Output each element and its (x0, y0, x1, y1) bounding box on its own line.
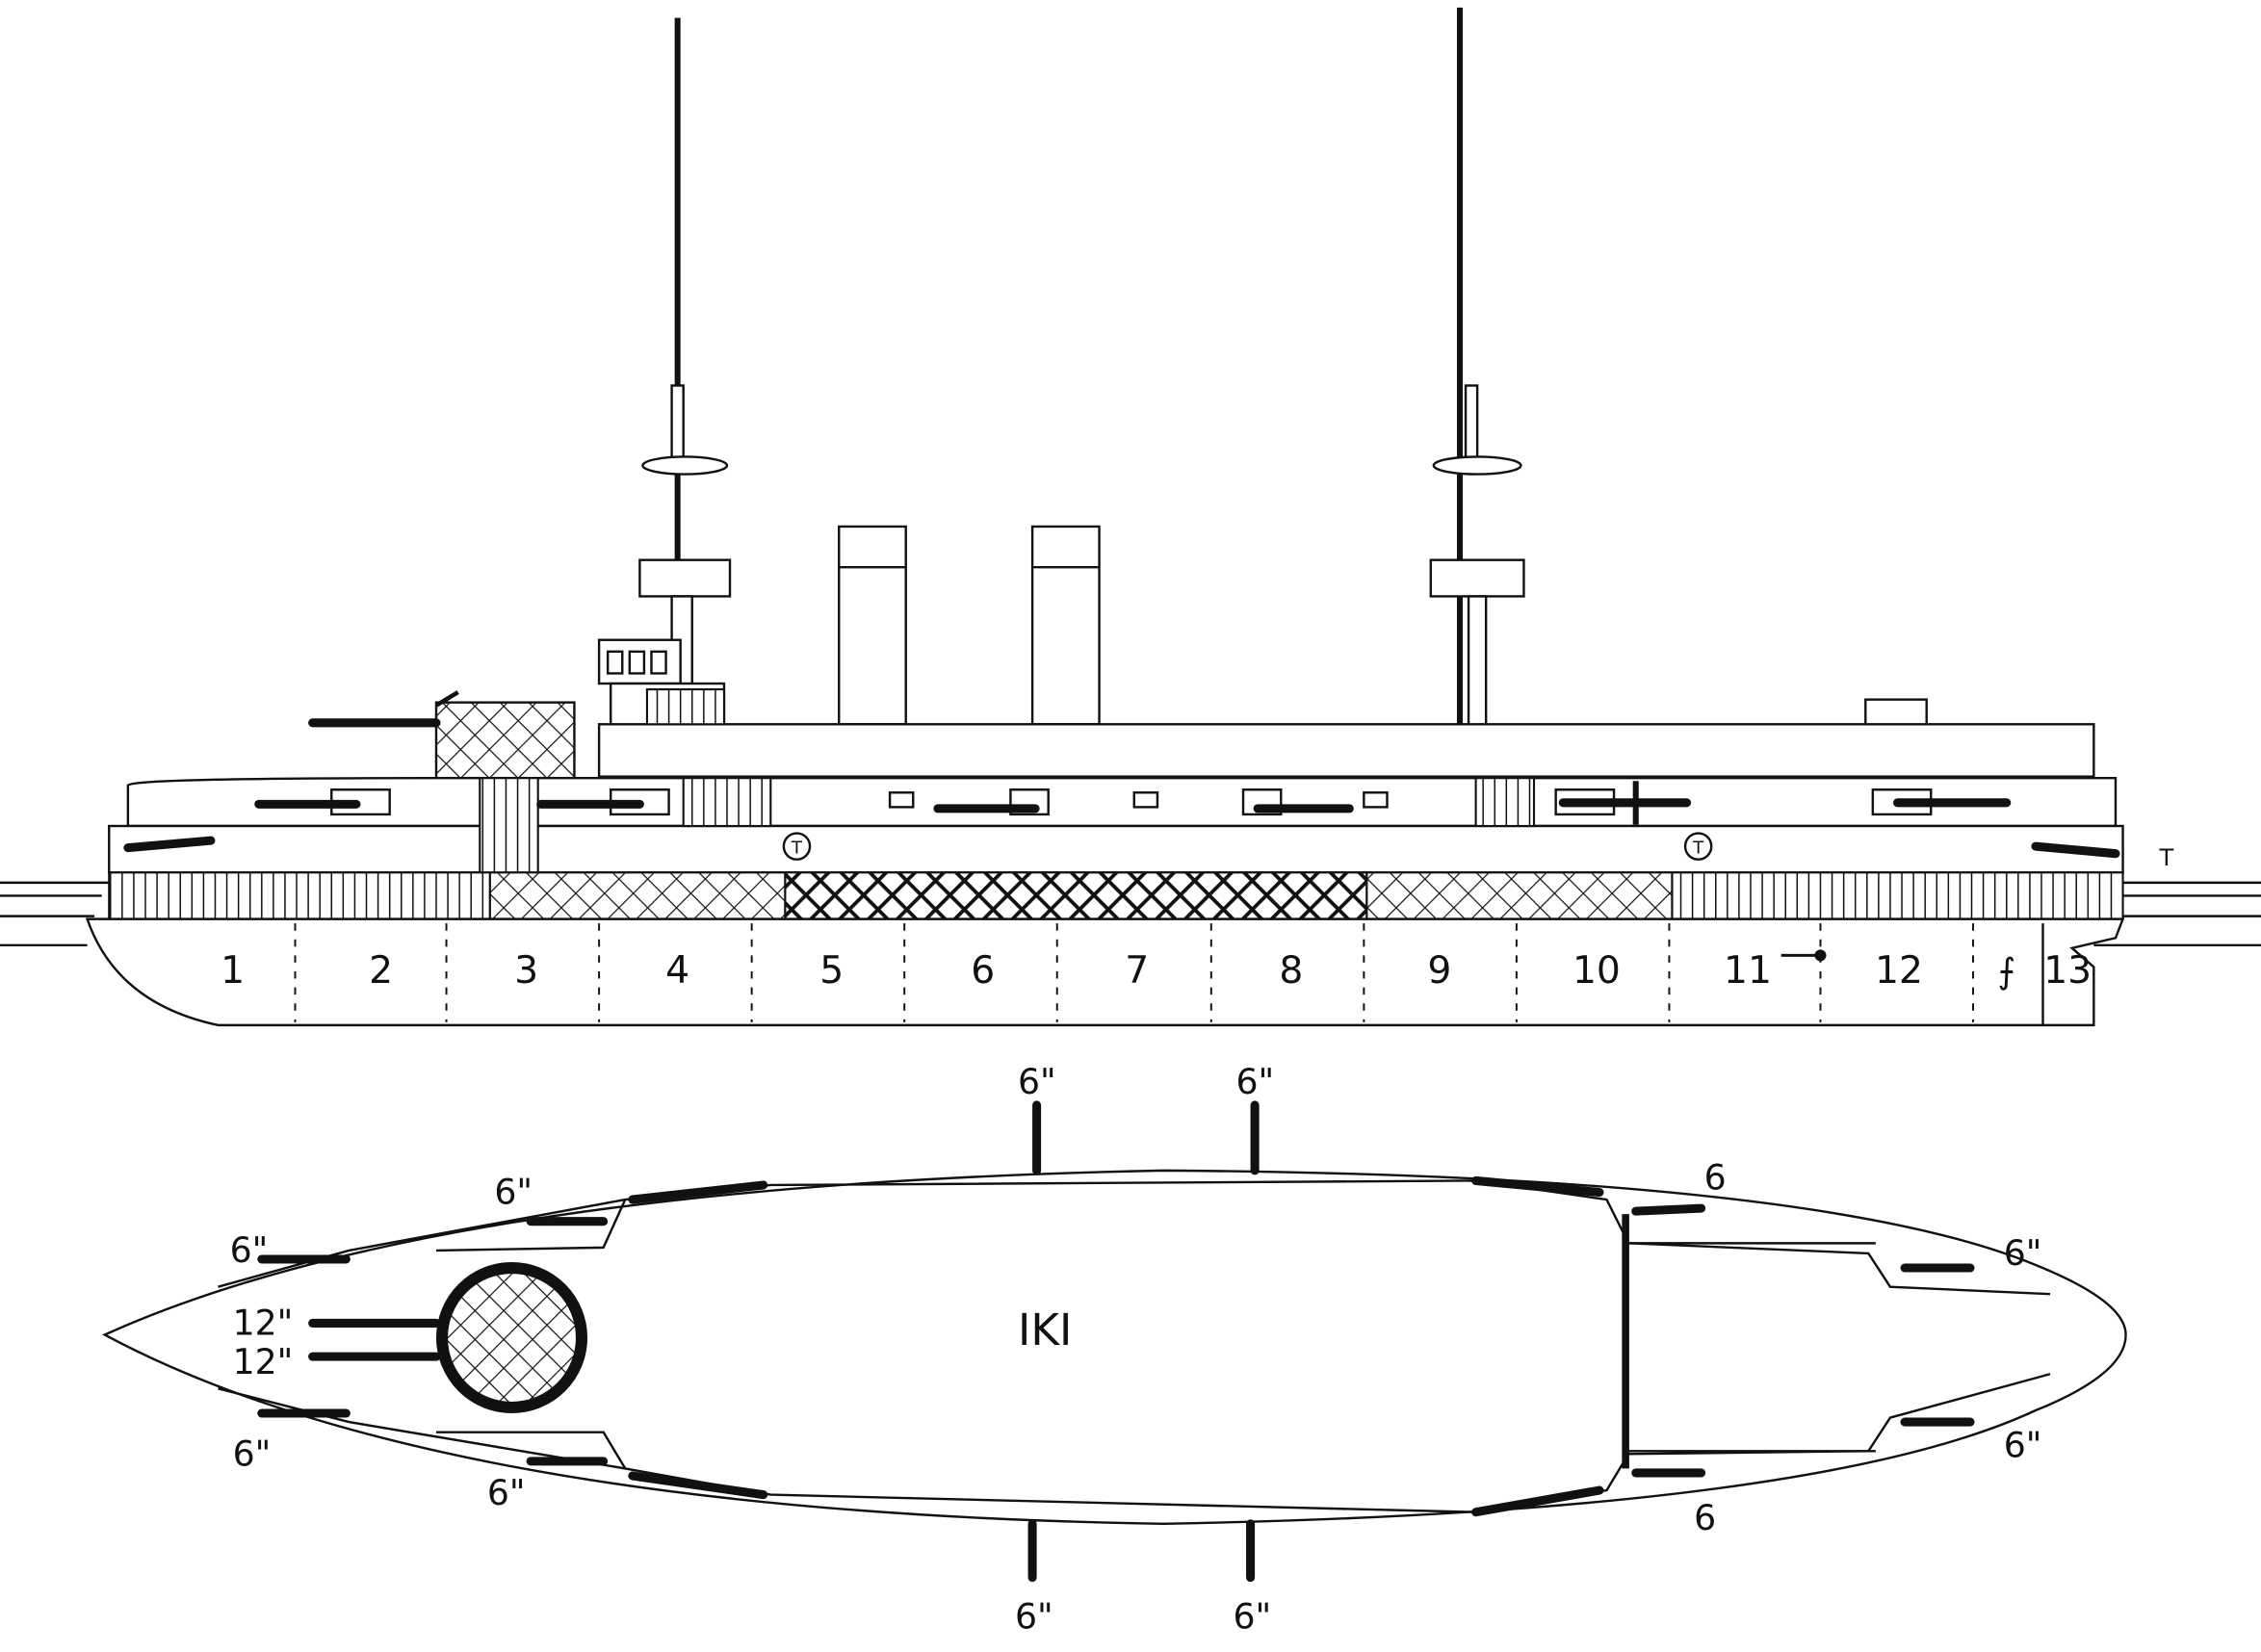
gun-label: 6" (230, 1229, 269, 1271)
compartment-2: 2 (369, 949, 393, 993)
compartment-13: 13 (2043, 949, 2092, 993)
compartment-4: 4 (665, 949, 689, 993)
hull-outline (101, 1169, 2127, 1525)
gun-label: 6" (233, 1433, 272, 1474)
compartment-6: 6 (971, 949, 995, 993)
bridge (597, 638, 726, 726)
gun-label: 6" (2004, 1232, 2042, 1274)
casemate-guns (123, 781, 2120, 859)
compartment-5: 5 (819, 949, 844, 993)
torpedo-tube-aft: T (1683, 832, 1713, 861)
main-deck (108, 824, 2124, 874)
compartment-10: 10 (1572, 949, 1621, 993)
funnels (838, 525, 1101, 726)
stern-marker: T (2158, 844, 2173, 871)
gun-label: 6" (1235, 1061, 1274, 1102)
gun-labels: 6" 6" 6" 6" 12" 12" 6" 6" 6 6" 6" 6 6" 6… (230, 1061, 2042, 1638)
compartment-3: 3 (514, 949, 538, 993)
compartment-12: 12 (1875, 949, 1923, 993)
aft-deckhouse (1864, 698, 1928, 726)
compartment-7: 7 (1125, 949, 1149, 993)
plan-guns (257, 1100, 1975, 1583)
svg-text:T: T (1692, 839, 1704, 859)
ship-name: IKI (1018, 1304, 1072, 1355)
superstructure (597, 723, 2095, 778)
lower-hull (85, 917, 2125, 1027)
main-barbette (435, 1261, 588, 1414)
torpedo-tube-fwd: T (782, 832, 812, 861)
gun-label: 6" (1018, 1061, 1056, 1102)
gun-label: 6" (494, 1172, 533, 1213)
plan-view: IKI 6" 6" 6" 6" 12" 12" 6" 6" 6 6" 6" 6 … (101, 1061, 2127, 1638)
compartment-1: 1 (221, 949, 245, 993)
compartment-dividers (294, 923, 2044, 1025)
compartment-8: 8 (1279, 949, 1303, 993)
waterline (0, 881, 2261, 947)
gun-label: 6 (1704, 1156, 1727, 1198)
belt-aft (1671, 871, 2124, 920)
gun-label: 12" (233, 1341, 294, 1382)
belt-armor-heavy (784, 871, 1368, 920)
compartment-11: 11 (1724, 949, 1772, 993)
profile-view: T T T ⨍ (0, 7, 2261, 1027)
battery-deck (126, 776, 2118, 828)
fore-mast (638, 17, 732, 729)
fore-turret (308, 690, 576, 780)
gun-label: 6" (1015, 1596, 1053, 1638)
propeller-icon: ⨍ (1997, 950, 2015, 992)
compartment-9: 9 (1427, 949, 1451, 993)
belt-armor-light-aft (1365, 871, 1674, 920)
main-mast (1429, 7, 1525, 729)
gun-label: 6 (1694, 1497, 1716, 1538)
belt-fwd (108, 871, 491, 920)
gun-label: 12" (233, 1302, 294, 1343)
gun-label: 6" (1233, 1596, 1271, 1638)
gun-label: 6" (2004, 1424, 2042, 1465)
svg-text:T: T (791, 839, 803, 859)
compartment-numbers: 1 2 3 4 5 6 7 8 9 10 11 12 13 (221, 949, 2092, 993)
belt-armor-light (488, 871, 787, 920)
gun-label: 6" (487, 1472, 526, 1513)
